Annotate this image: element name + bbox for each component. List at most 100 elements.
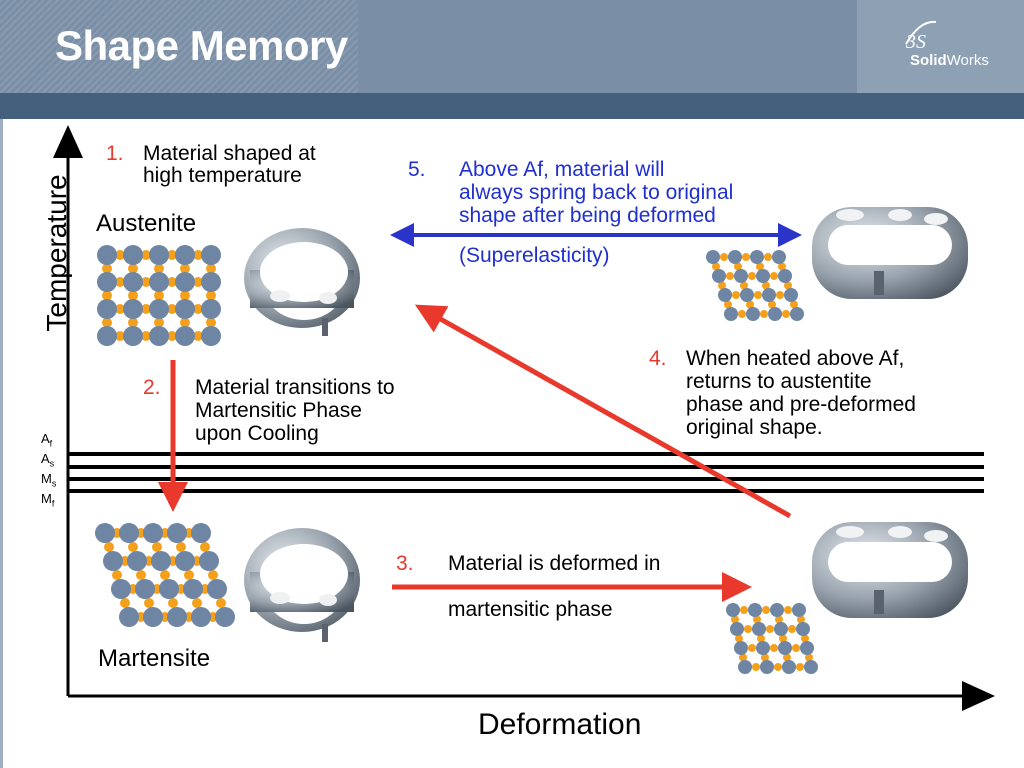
- large-atom: [734, 641, 748, 655]
- small-atom: [141, 250, 151, 260]
- small-atom: [192, 598, 202, 608]
- small-atom: [726, 272, 734, 280]
- small-atom: [761, 653, 769, 662]
- large-atom: [201, 245, 221, 265]
- step-5-line-3: shape after being deformed: [459, 204, 716, 227]
- step-2-line-3: upon Cooling: [195, 422, 319, 445]
- large-atom: [730, 622, 744, 636]
- small-atom: [152, 542, 162, 552]
- small-atom: [739, 653, 747, 662]
- step-5-line-1: Above Af, material will: [459, 158, 665, 181]
- large-atom: [167, 607, 187, 627]
- small-atom: [128, 542, 138, 552]
- large-atom: [752, 622, 766, 636]
- large-atom: [804, 660, 818, 674]
- austenite-lattice-icon: [97, 245, 221, 346]
- large-atom: [149, 326, 169, 346]
- stent-ring-deformed-icon-2: [812, 522, 968, 618]
- small-atom: [764, 253, 772, 261]
- small-atom: [760, 310, 768, 318]
- small-atom: [720, 253, 728, 261]
- large-atom: [748, 603, 762, 617]
- large-atom: [770, 603, 784, 617]
- logo-brand-bold: Solid: [910, 52, 947, 69]
- small-atom: [774, 663, 782, 671]
- large-atom: [123, 299, 143, 319]
- large-atom: [123, 245, 143, 265]
- large-atom: [149, 245, 169, 265]
- large-atom: [175, 272, 195, 292]
- small-atom: [102, 290, 112, 301]
- large-atom: [726, 603, 740, 617]
- large-atom: [778, 269, 792, 283]
- large-atom: [127, 551, 147, 571]
- large-atom: [135, 579, 155, 599]
- large-atom: [183, 579, 203, 599]
- large-atom: [159, 579, 179, 599]
- small-atom: [141, 304, 151, 314]
- heating-arrow: [414, 304, 792, 519]
- large-atom: [750, 250, 764, 264]
- step-1-number: 1.: [106, 142, 124, 165]
- small-atom: [206, 290, 216, 301]
- small-atom: [792, 644, 800, 652]
- small-atom: [731, 615, 739, 624]
- small-atom: [788, 625, 796, 633]
- step-3-number: 3.: [396, 552, 414, 575]
- step-3-line-2: martensitic phase: [448, 598, 613, 621]
- small-atom: [770, 272, 778, 280]
- large-atom: [718, 288, 732, 302]
- small-atom: [801, 634, 809, 643]
- large-atom: [738, 660, 752, 674]
- small-atom: [102, 263, 112, 274]
- small-atom: [744, 625, 752, 633]
- large-atom: [97, 326, 117, 346]
- large-atom: [103, 551, 123, 571]
- small-atom: [735, 634, 743, 643]
- large-atom: [712, 269, 726, 283]
- small-atom: [167, 304, 177, 314]
- large-atom: [215, 607, 235, 627]
- large-atom: [123, 272, 143, 292]
- large-atom: [149, 299, 169, 319]
- large-atom: [760, 660, 774, 674]
- large-atom: [95, 523, 115, 543]
- header-band: [0, 93, 1024, 119]
- step-4-line-4: original shape.: [686, 416, 823, 439]
- austenite-label: Austenite: [96, 210, 197, 237]
- small-atom: [208, 570, 218, 580]
- small-atom: [742, 253, 750, 261]
- large-atom: [778, 641, 792, 655]
- small-atom: [154, 290, 164, 301]
- small-atom: [766, 625, 774, 633]
- step-3-line-1: Material is deformed in: [448, 552, 661, 575]
- small-atom: [193, 277, 203, 287]
- small-atom: [112, 570, 122, 580]
- as-label: As: [41, 451, 55, 469]
- step-5-number: 5.: [408, 158, 426, 181]
- small-atom: [167, 331, 177, 341]
- stent-ring-icon: [244, 228, 360, 336]
- small-atom: [141, 331, 151, 341]
- small-atom: [724, 300, 732, 309]
- small-atom: [778, 262, 786, 271]
- small-atom: [154, 263, 164, 274]
- small-atom: [770, 644, 778, 652]
- small-atom: [756, 262, 764, 271]
- ms-label: Ms: [41, 471, 57, 489]
- large-atom: [143, 523, 163, 543]
- large-atom: [792, 603, 806, 617]
- small-atom: [154, 317, 164, 328]
- small-atom: [167, 250, 177, 260]
- large-atom: [191, 607, 211, 627]
- y-axis-label: Temperature: [41, 174, 72, 332]
- slide-left-border: [0, 119, 3, 768]
- small-atom: [104, 542, 114, 552]
- logo-brand-regular: Works: [946, 52, 989, 69]
- small-atom: [784, 606, 792, 614]
- small-atom: [128, 263, 138, 274]
- step-4-line-3: phase and pre-deformed: [686, 393, 916, 416]
- small-atom: [748, 644, 756, 652]
- small-atom: [115, 331, 125, 341]
- large-atom: [149, 272, 169, 292]
